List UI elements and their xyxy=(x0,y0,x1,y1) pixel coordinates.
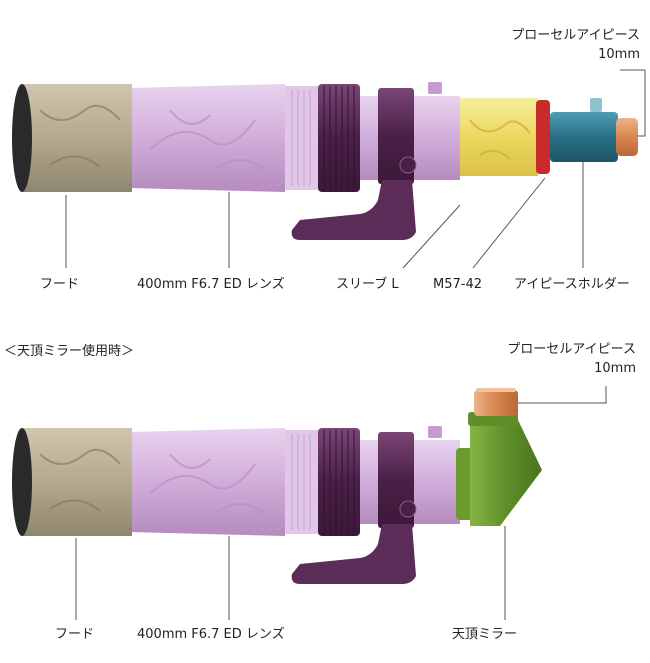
bottom-heading: ＜天頂ミラー使用時＞ xyxy=(4,344,134,359)
top-eyepiece-callout-focal: 10mm xyxy=(598,47,640,62)
top-label-adapter: M57-42 xyxy=(433,277,482,292)
m57-42-adapter xyxy=(536,100,550,174)
telescope-top xyxy=(12,82,638,240)
focus-scale-band xyxy=(285,86,318,190)
bottom-label-hood: フード xyxy=(55,627,94,642)
eyepiece xyxy=(616,118,638,156)
top-knob xyxy=(428,82,442,94)
bottom-eyepiece-callout-focal: 10mm xyxy=(594,361,636,376)
hood-b xyxy=(16,428,132,536)
eyepiece-b xyxy=(474,390,518,416)
top-label-holder: アイピースホルダー xyxy=(514,277,630,292)
hood xyxy=(16,84,132,192)
lock-knob xyxy=(400,157,416,173)
bottom-eyepiece-callout-name: プローセルアイピース xyxy=(507,342,636,357)
top-label-sleeve: スリーブ L xyxy=(336,277,399,292)
top-eyepiece-callout-name: プローセルアイピース xyxy=(511,28,640,43)
eyepiece-holder xyxy=(550,112,618,162)
sleeve-l xyxy=(460,98,538,176)
telescope-bottom xyxy=(12,388,542,584)
diagonal-mirror xyxy=(470,420,542,526)
hood-opening xyxy=(12,84,32,192)
bottom-label-lens: 400mm F6.7 ED レンズ xyxy=(137,627,285,642)
top-label-hood: フード xyxy=(40,277,79,292)
top-label-lens: 400mm F6.7 ED レンズ xyxy=(137,277,285,292)
bottom-label-diagonal: 天頂ミラー xyxy=(452,627,517,642)
